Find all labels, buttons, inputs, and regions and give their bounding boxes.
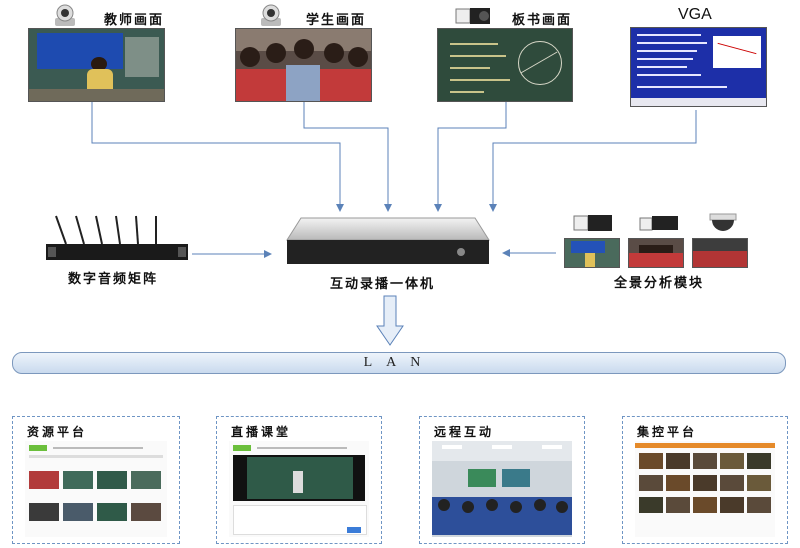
student-arrow (303, 102, 392, 212)
classroom-thumb-1 (564, 238, 620, 268)
classroom-thumb-3 (692, 238, 748, 268)
analysis-label: 全景分析模块 (614, 276, 705, 291)
box-camera-icon (573, 215, 612, 231)
teacher-arrow (91, 102, 344, 212)
central-control-title: 集控平台 (637, 425, 698, 439)
vga-slide (630, 27, 767, 107)
lan-bar: LAN (12, 352, 786, 374)
vga-label: VGA (678, 6, 712, 23)
audio-matrix-label: 数字音频矩阵 (68, 272, 159, 287)
board-label: 板书画面 (512, 13, 573, 28)
live-classroom-panel: 直播课堂 (216, 416, 382, 544)
classroom-thumb-2 (628, 238, 684, 268)
down-arrow (376, 295, 404, 346)
student-video (235, 28, 372, 102)
recorder-label: 互动录播一体机 (330, 277, 436, 292)
resource-platform-title: 资源平台 (27, 425, 88, 439)
student-label: 学生画面 (306, 13, 367, 28)
central-control-panel: 集控平台 (622, 416, 788, 544)
dome-camera-icon (709, 213, 737, 231)
remote-interaction-panel: 远程互动 (419, 416, 585, 544)
ptz-camera-icon (261, 4, 281, 26)
resource-platform-screenshot (25, 441, 167, 537)
camera-set-icon (560, 212, 752, 268)
board-arrow (434, 102, 507, 212)
ptz-camera-icon (55, 4, 75, 26)
vga-arrow (489, 110, 697, 212)
teacher-label: 教师画面 (104, 13, 165, 28)
live-classroom-title: 直播课堂 (231, 425, 292, 439)
recorder-box-icon (286, 217, 490, 264)
remote-interaction-photo (432, 441, 572, 537)
remote-interaction-title: 远程互动 (434, 425, 495, 439)
ptz-camera-icon (639, 216, 678, 231)
board-video (437, 28, 573, 102)
teacher-video (28, 28, 165, 102)
box-camera-icon (455, 8, 490, 24)
lan-label: LAN (363, 355, 435, 370)
central-control-screenshot (635, 441, 775, 537)
resource-platform-panel: 资源平台 (12, 416, 180, 544)
live-classroom-screenshot (229, 441, 369, 537)
router-icon (46, 215, 188, 260)
